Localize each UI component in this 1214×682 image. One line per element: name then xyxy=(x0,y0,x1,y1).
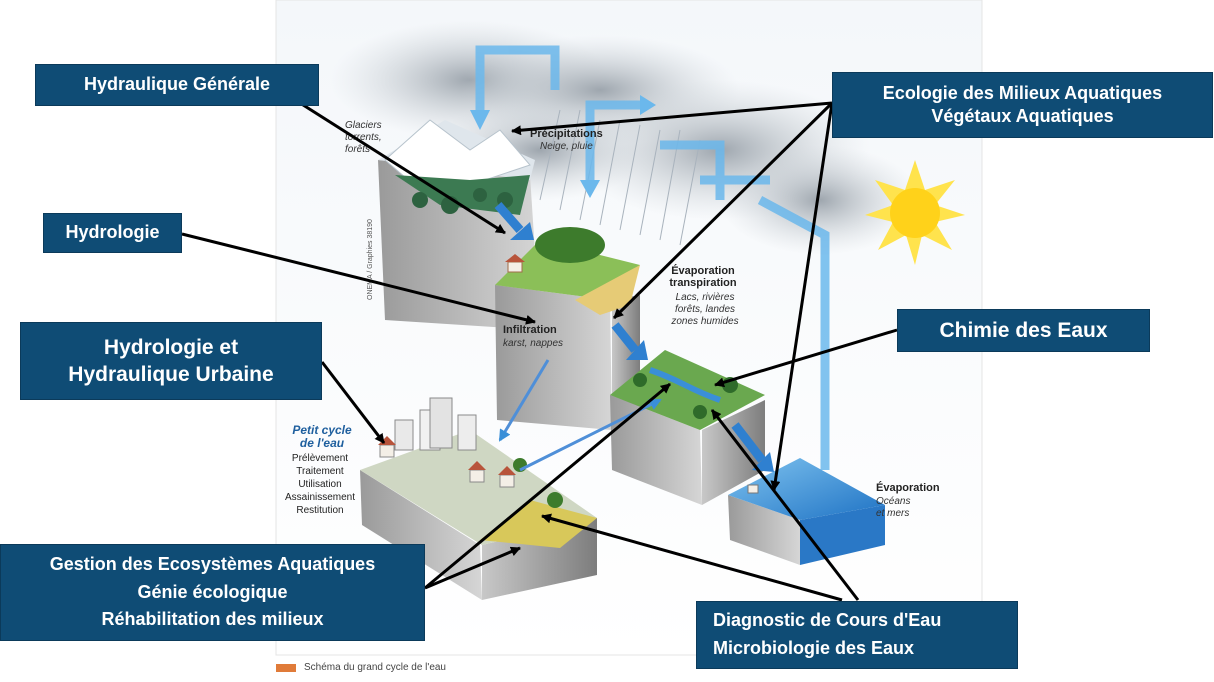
flow-arrows xyxy=(494,202,766,463)
caption-swatch xyxy=(276,663,296,672)
arrow-diagnostic-city xyxy=(541,513,843,602)
arrow-chimie xyxy=(714,328,898,388)
hills-block xyxy=(495,227,640,430)
callout-arrows xyxy=(181,101,898,602)
arrow-ecologie-ocean xyxy=(770,102,834,491)
label-evaporation: Évaporation xyxy=(876,481,940,494)
box-ecologie: Ecologie des Milieux Aquatiques Végétaux… xyxy=(832,72,1213,138)
infiltration-arrow xyxy=(498,359,550,442)
box-hydraulique-generale: Hydraulique Générale xyxy=(35,64,319,106)
box-ecologie-line2: Végétaux Aquatiques xyxy=(931,106,1114,126)
cycle-arrow-heads xyxy=(470,95,656,198)
box-diagnostic: Diagnostic de Cours d'Eau Microbiologie … xyxy=(696,601,1018,669)
box-hydrologie-urbaine-line2: Hydraulique Urbaine xyxy=(68,363,274,386)
box-ecologie-line1: Ecologie des Milieux Aquatiques xyxy=(882,82,1163,103)
arrow-diagnostic-wetland xyxy=(710,409,860,601)
box-chimie-text: Chimie des Eaux xyxy=(939,318,1108,342)
label-infiltration: Infiltration xyxy=(503,324,557,336)
box-gestion: Gestion des Ecosystèmes Aquatiques Génie… xyxy=(0,544,425,641)
sun-icon xyxy=(865,160,965,265)
box-hydrologie-text: Hydrologie xyxy=(65,222,160,243)
arrow-hydrologie-urbaine xyxy=(320,361,386,444)
box-hydrologie-urbaine: Hydrologie et Hydraulique Urbaine xyxy=(20,322,322,400)
box-diagnostic-line1: Diagnostic de Cours d'Eau xyxy=(713,610,942,631)
arrow-gestion-wetland xyxy=(424,382,671,590)
caption: Schéma du grand cycle de l'eau xyxy=(276,662,446,673)
arrow-gestion-city xyxy=(424,546,521,590)
box-hydrologie: Hydrologie xyxy=(43,213,182,253)
caption-text: Schéma du grand cycle de l'eau xyxy=(304,662,446,673)
arrow-hydraulique-generale xyxy=(299,101,506,235)
label-neige-pluie: Neige, pluie xyxy=(540,141,593,152)
arrow-hydrologie xyxy=(181,232,536,325)
wetland-block xyxy=(610,350,765,505)
box-hydrologie-urbaine-line1: Hydrologie et xyxy=(103,335,239,359)
box-hydraulique-generale-text: Hydraulique Générale xyxy=(83,74,271,95)
box-gestion-line3: Réhabilitation des milieux xyxy=(101,609,324,630)
box-diagnostic-line2: Microbiologie des Eaux xyxy=(713,638,915,658)
label-karst: karst, nappes xyxy=(503,338,563,349)
box-gestion-line1: Gestion des Ecosystèmes Aquatiques xyxy=(49,553,376,574)
label-credit: ONEMA / Graphies 38190 xyxy=(367,219,374,300)
box-gestion-line2: Génie écologique xyxy=(137,581,288,602)
arrow-ecologie-precipitations xyxy=(511,101,833,136)
cycle-arrows xyxy=(475,45,830,470)
box-chimie: Chimie des Eaux xyxy=(897,309,1150,352)
clouds xyxy=(330,20,920,255)
arrow-ecologie-hills xyxy=(612,101,834,320)
label-precipitations: Précipitations xyxy=(530,128,603,140)
